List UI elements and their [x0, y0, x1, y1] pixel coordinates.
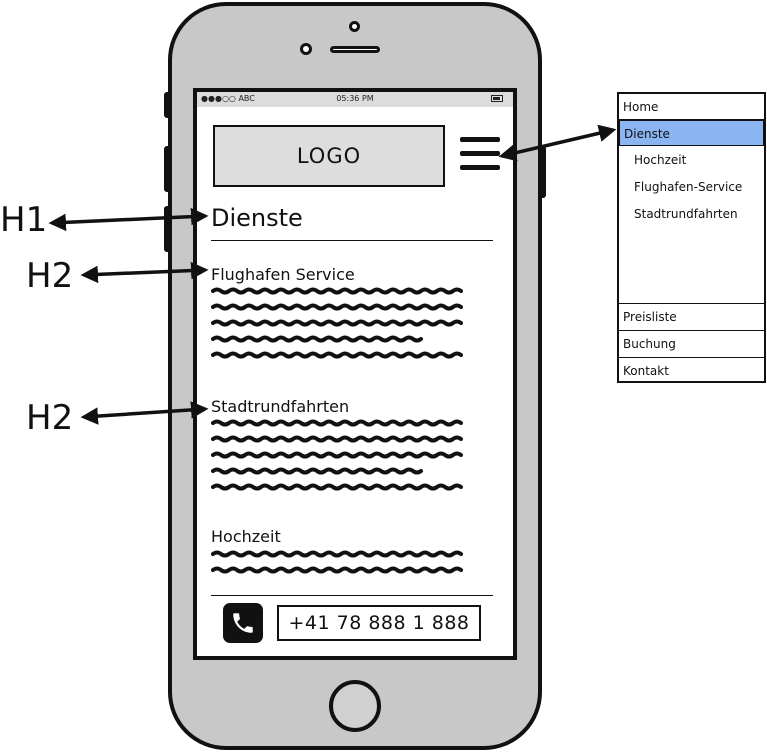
- menu-item-hochzeit[interactable]: Hochzeit: [634, 153, 687, 167]
- status-bar: ●●●○○ ABC 05:36 PM: [197, 92, 513, 107]
- placeholder-text-block: [211, 419, 463, 491]
- arrow-h2-1: [80, 261, 209, 284]
- menu-item-preisliste[interactable]: Preisliste: [619, 303, 764, 329]
- annotation-h1-label: H1: [0, 200, 48, 240]
- page-title: Dienste: [211, 204, 303, 232]
- phone-sensor-icon: [349, 21, 360, 32]
- menu-item-dienste[interactable]: Dienste: [619, 120, 764, 146]
- phone-icon[interactable]: [223, 603, 263, 643]
- menu-item-stadtrundfahrten[interactable]: Stadtrundfahrten: [634, 207, 738, 221]
- arrow-menu: [498, 124, 617, 162]
- annotation-h2-label-1: H2: [26, 256, 74, 296]
- phone-handset-icon: [233, 613, 253, 633]
- title-divider: [211, 240, 493, 241]
- battery-icon: [491, 95, 503, 102]
- menu-item-kontakt[interactable]: Kontakt: [619, 357, 764, 383]
- section-heading-stadtrundfahrten: Stadtrundfahrten: [211, 397, 350, 416]
- menu-item-flughafen-service[interactable]: Flughafen-Service: [634, 180, 743, 194]
- placeholder-text-block: [211, 550, 463, 574]
- hamburger-menu-icon[interactable]: [460, 137, 500, 175]
- home-button[interactable]: [329, 680, 381, 732]
- annotation-h2-label-2: H2: [26, 398, 74, 438]
- phone-number-text: +41 78 888 1 888: [288, 612, 470, 634]
- arrow-h1: [48, 207, 209, 232]
- menu-item-home[interactable]: Home: [619, 94, 764, 120]
- phone-side-button-volume-up: [164, 146, 172, 192]
- status-carrier: ●●●○○ ABC: [201, 94, 255, 103]
- phone-number[interactable]: +41 78 888 1 888: [277, 605, 481, 641]
- footer-divider: [211, 595, 493, 596]
- logo[interactable]: LOGO: [213, 125, 445, 187]
- phone-side-button-power: [538, 146, 546, 198]
- arrow-h2-2: [80, 401, 209, 425]
- phone-side-button-mute: [164, 92, 172, 118]
- logo-text: LOGO: [296, 144, 362, 168]
- status-time: 05:36 PM: [336, 94, 374, 103]
- phone-speaker: [330, 46, 380, 53]
- nav-menu: Home Dienste Hochzeit Flughafen-Service …: [617, 92, 766, 383]
- section-heading-flughafen: Flughafen Service: [211, 265, 355, 284]
- section-heading-hochzeit: Hochzeit: [211, 527, 281, 546]
- phone-screen: ●●●○○ ABC 05:36 PM LOGO Dienste Flughafe…: [193, 88, 517, 660]
- placeholder-text-block: [211, 287, 463, 359]
- menu-item-buchung[interactable]: Buchung: [619, 330, 764, 356]
- phone-camera-icon: [300, 43, 312, 55]
